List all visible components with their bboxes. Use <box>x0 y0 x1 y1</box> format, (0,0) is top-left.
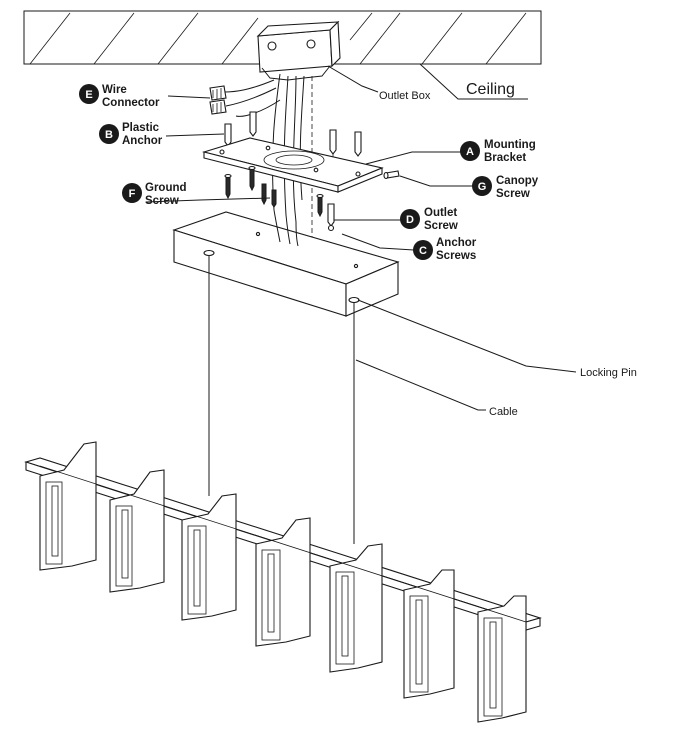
anchor-screws <box>224 165 324 218</box>
lamp-module <box>403 569 455 699</box>
suspension-cables <box>208 256 355 544</box>
canopy-screw <box>383 170 400 180</box>
callout-badge-circle <box>413 240 433 260</box>
lamp-module <box>477 595 527 723</box>
lamp-module <box>255 517 311 647</box>
callout-letter: F <box>129 188 136 200</box>
callout-letter: G <box>478 181 487 193</box>
outlet-box: Outlet Box <box>256 20 431 102</box>
outlet-screws <box>261 183 335 232</box>
mounting-bracket <box>201 137 384 193</box>
lamp-module <box>109 469 165 593</box>
callout-badge-circle <box>79 84 99 104</box>
callout-label-line2: Anchor <box>122 135 163 147</box>
plastic-anchors <box>224 111 362 162</box>
callout-badge-circle <box>99 124 119 144</box>
callout-label-line1: Canopy <box>496 175 539 187</box>
callout-label-line2: Connector <box>102 97 160 109</box>
callout-label-line1: Wire <box>102 84 127 96</box>
callout-badge-circle <box>472 176 492 196</box>
callout-label-line1: Mounting <box>484 139 536 151</box>
lamp-module <box>329 543 383 673</box>
callout-letter: B <box>105 129 113 141</box>
callout-label-line1: Anchor <box>436 237 477 249</box>
canopy-wires <box>273 209 299 247</box>
callout-label-line2: Screws <box>436 250 476 262</box>
callout-badge-circle <box>400 209 420 229</box>
callout-letter: C <box>419 245 427 257</box>
leader-lines <box>145 95 577 411</box>
ground-screw <box>271 189 277 208</box>
callout-letter: A <box>466 146 474 158</box>
lamp-module <box>181 493 237 621</box>
locking-pin-label: Locking Pin <box>580 367 637 379</box>
callout-letter: D <box>406 214 414 226</box>
callout-label-line2: Screw <box>145 195 179 207</box>
lamp-module <box>39 441 97 571</box>
ceiling-label: Ceiling <box>466 81 515 98</box>
cable-label: Cable <box>489 406 518 418</box>
light-fixture <box>24 441 542 723</box>
callout-label-line1: Plastic <box>122 122 160 134</box>
callout-label-line1: Ground <box>145 182 187 194</box>
canopy <box>172 211 400 317</box>
wire-connectors <box>209 85 227 115</box>
callout-label-line2: Bracket <box>484 152 526 164</box>
callout-badges: AMountingBracketBPlasticAnchorCAnchorScr… <box>79 84 539 262</box>
outlet-box-label: Outlet Box <box>379 90 431 102</box>
callout-label-line1: Outlet <box>424 207 457 219</box>
callout-label-line2: Screw <box>424 220 458 232</box>
callout-label-line2: Screw <box>496 188 530 200</box>
callout-badge-circle <box>122 183 142 203</box>
callout-badge-circle <box>460 141 480 161</box>
callout-letter: E <box>85 89 92 101</box>
